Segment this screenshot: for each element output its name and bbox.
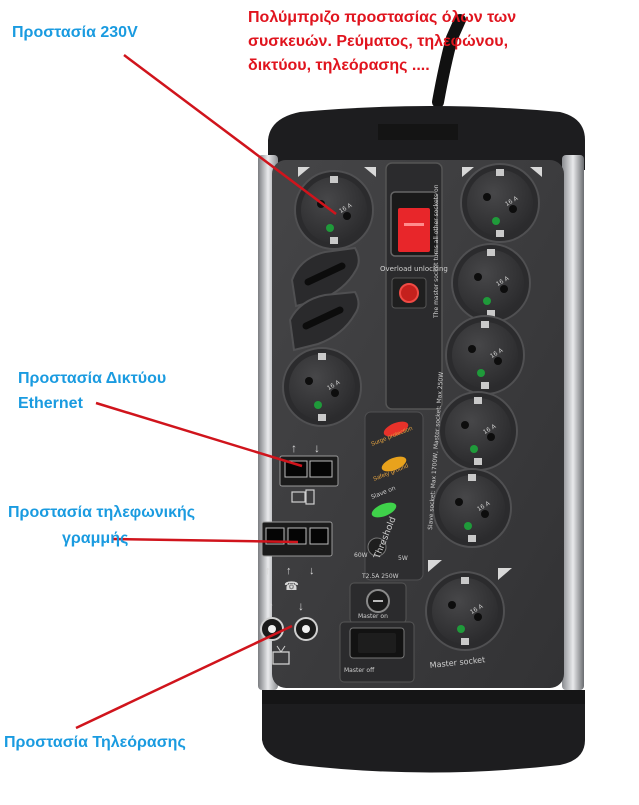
power-socket-icon [451, 243, 531, 323]
svg-text:60W: 60W [354, 552, 368, 559]
headline-line: Πολύμπριζο προστασίας όλων των [248, 9, 517, 26]
power-socket-icon [432, 468, 512, 548]
svg-text:Master on: Master on [358, 613, 388, 620]
svg-text:T2.5A 250W: T2.5A 250W [361, 573, 399, 580]
computer-icon [291, 489, 315, 505]
slave-led [371, 502, 397, 518]
svg-text:↓: ↓ [298, 599, 304, 613]
rj11-port-icon [309, 527, 329, 545]
power-socket-icon [425, 571, 505, 651]
label-network-line1: Προστασία Δικτύου [18, 370, 167, 387]
power-socket-icon [445, 315, 525, 395]
pointer-lines [75, 54, 337, 730]
phone-icon: ☎ [284, 579, 299, 593]
svg-text:↓: ↓ [309, 565, 315, 577]
label-230v: Προστασία 230V [12, 24, 138, 41]
label-phone-line1: Προστασία τηλεφωνικής [8, 504, 196, 521]
headline-line: δικτύου, τηλεόρασης .... [248, 57, 430, 74]
svg-text:↑: ↑ [286, 565, 292, 577]
surge-led [383, 421, 409, 437]
power-switch[interactable] [398, 208, 430, 252]
svg-text:↑: ↑ [265, 565, 271, 577]
svg-text:The master socket turns all ot: The master socket turns all other socket… [433, 184, 440, 319]
pointer-230v [123, 54, 337, 215]
power-cable [432, 14, 466, 108]
pointer-tv [75, 624, 293, 730]
euro-outlet-2 [288, 290, 360, 352]
headline-line: συσκευών. Ρεύματος, τηλεφώνου, [248, 33, 509, 50]
rj11-port-icon [265, 527, 285, 545]
label-phone-line2: γραμμής [62, 530, 129, 547]
svg-text:5W: 5W [398, 555, 408, 562]
up-arrow: ↑ [291, 441, 297, 455]
tv-icon [272, 645, 290, 665]
right-aluminium-rail [562, 155, 584, 690]
euro-outlet-1 [290, 246, 360, 308]
label-plate [378, 124, 458, 140]
overload-text: Overload unlocking [380, 265, 448, 273]
power-socket-icon [460, 163, 540, 243]
reset-button[interactable] [399, 283, 419, 303]
power-socket-icon [282, 347, 362, 427]
threshold-dial[interactable] [367, 537, 387, 557]
pointer-ethernet [95, 401, 303, 468]
svg-text:↑: ↑ [268, 599, 274, 613]
label-network-line2: Ethernet [18, 395, 83, 412]
pointer-phone [111, 537, 299, 544]
label-tv: Προστασία Τηλεόρασης [4, 734, 186, 751]
svg-text:Master off: Master off [344, 667, 375, 674]
ground-led [381, 456, 407, 472]
bottom-end-cap [262, 690, 585, 773]
down-arrow: ↓ [314, 441, 320, 455]
power-socket-icon [294, 170, 374, 250]
headline: Πολύμπριζο προστασίας όλων των συσκευών.… [248, 6, 578, 78]
rj45-port-icon [309, 460, 333, 478]
rj11-port-icon [287, 527, 307, 545]
power-socket-icon [438, 391, 518, 471]
